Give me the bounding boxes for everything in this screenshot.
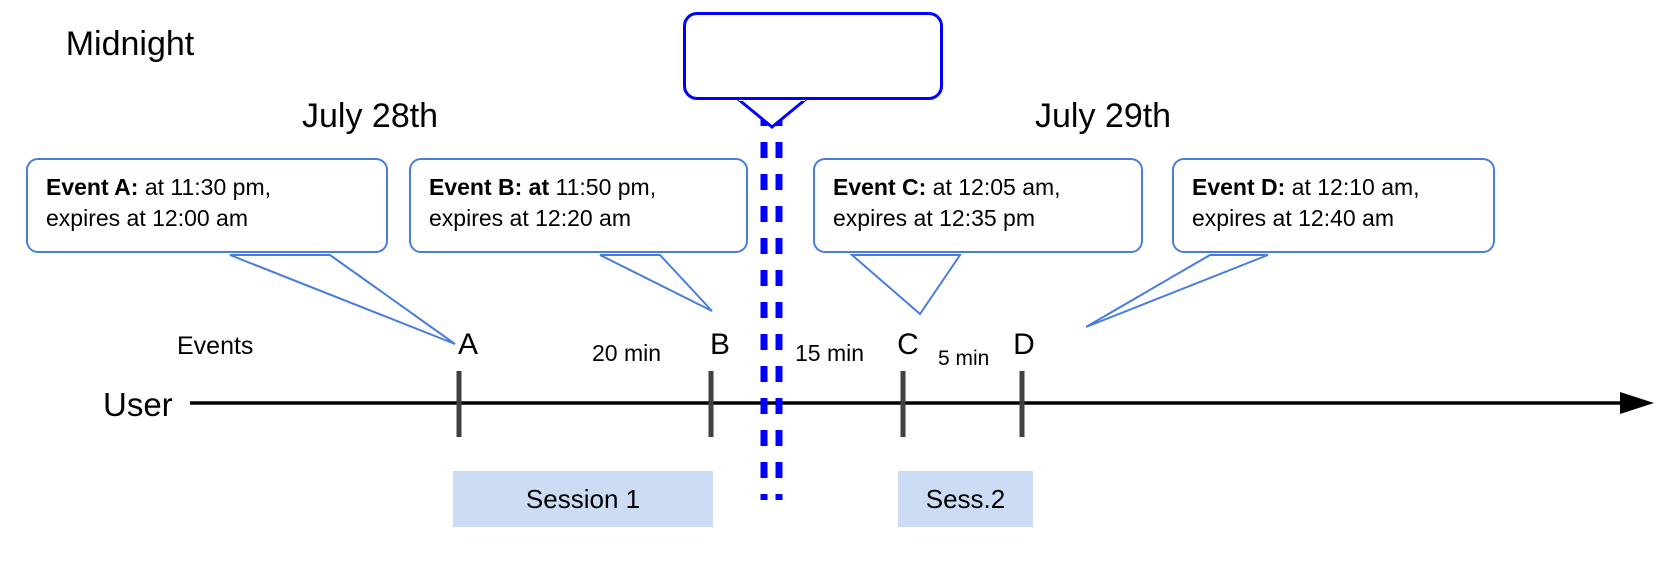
day-label-july-29: July 29th	[1035, 97, 1172, 135]
timeline-axis	[190, 392, 1654, 414]
callout-event-a-line1: Event A: at 11:30 pm,	[46, 172, 372, 203]
leader-line-b	[599, 254, 713, 312]
event-marker-label-c: C	[897, 328, 919, 361]
callout-event-d-rest: at 12:10 am,	[1285, 174, 1420, 200]
callout-event-a-rest: at 11:30 pm,	[138, 174, 271, 200]
event-marker-label-b: B	[709, 328, 730, 361]
leader-line-c	[849, 254, 962, 316]
axis-row-label-events: Events	[177, 332, 254, 360]
callout-event-a: Event A: at 11:30 pm, expires at 12:00 a…	[26, 158, 388, 253]
callout-event-b-rest: 11:50 pm,	[549, 174, 657, 200]
midnight-callout	[683, 12, 943, 100]
leader-line-d	[1085, 254, 1269, 328]
event-marker-label-d: D	[1013, 328, 1035, 361]
interval-label-b-to-c: 15 min	[795, 340, 865, 366]
callout-event-c: Event C: at 12:05 am, expires at 12:35 p…	[813, 158, 1143, 253]
callout-event-b: Event B: at 11:50 pm, expires at 12:20 a…	[409, 158, 748, 253]
callout-event-c-line1: Event C: at 12:05 am,	[833, 172, 1127, 203]
session-box-2: Sess.2	[898, 471, 1033, 527]
callout-event-b-bold: Event B: at	[429, 174, 550, 200]
midnight-divider	[760, 110, 783, 500]
callout-event-b-line1: Event B: at 11:50 pm,	[429, 172, 732, 203]
callout-event-c-line2: expires at 12:35 pm	[833, 205, 1036, 231]
midnight-callout-label: Midnight	[65, 24, 195, 63]
interval-label-c-to-d: 5 min	[938, 347, 990, 370]
session-box-1: Session 1	[453, 471, 713, 527]
callout-event-d-line2: expires at 12:40 am	[1192, 205, 1395, 231]
event-marker-label-a: A	[457, 328, 478, 361]
callout-event-c-bold: Event C:	[833, 174, 927, 200]
callout-event-d-bold: Event D:	[1192, 174, 1286, 200]
callout-event-c-rest: at 12:05 am,	[926, 174, 1061, 200]
callout-event-a-bold: Event A:	[46, 174, 139, 200]
interval-label-a-to-b: 20 min	[592, 340, 662, 366]
callout-event-d-line1: Event D: at 12:10 am,	[1192, 172, 1479, 203]
callout-event-a-line2: expires at 12:00 am	[46, 205, 249, 231]
callout-event-b-line2: expires at 12:20 am	[429, 205, 632, 231]
midnight-bubble-tail	[737, 97, 807, 129]
day-label-july-28: July 28th	[302, 97, 439, 135]
callout-event-d: Event D: at 12:10 am, expires at 12:40 a…	[1172, 158, 1495, 253]
axis-row-label-user: User	[103, 386, 173, 423]
leader-line-a	[229, 254, 456, 345]
